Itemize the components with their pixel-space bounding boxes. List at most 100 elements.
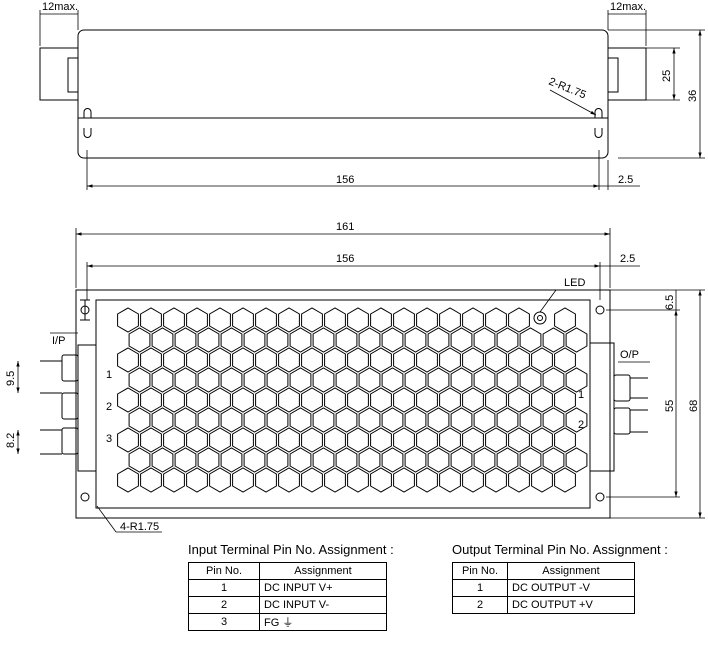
vent-hole [347,347,369,373]
vent-hole [324,347,346,373]
vent-hole [554,467,576,493]
output-pin-table: Pin No. Assignment 1 DC OUTPUT -V 2 DC O… [452,562,635,614]
vent-hole [255,307,277,333]
vent-hole [404,367,427,393]
vent-hole [220,367,243,393]
vent-hole [151,327,174,353]
input-pin-2-label: 2 [106,401,112,413]
vent-hole [209,387,231,413]
dim-156-top: 156 [336,174,354,186]
output-table-header-assignment: Assignment [507,562,635,580]
vent-hole [186,427,208,453]
vent-hole [347,427,369,453]
vent-hole [278,467,300,493]
led-label: LED [564,277,585,289]
vent-hole [266,447,289,473]
vent-hole [519,367,542,393]
vent-hole [542,327,565,353]
vent-hole [427,327,450,353]
vent-hole [370,427,392,453]
output-table-title: Output Terminal Pin No. Assignment : [452,542,668,557]
vent-hole [450,407,473,433]
vent-hole [289,407,312,433]
vent-hole [358,447,381,473]
vent-hole [496,447,519,473]
vent-hole [117,307,139,333]
dim-8-2: 8.2 [5,433,17,448]
vent-hole [358,367,381,393]
vent-hole [416,427,438,453]
vent-hole [266,367,289,393]
vent-hole [266,407,289,433]
dim-36: 36 [687,90,699,102]
vent-hole [554,387,576,413]
vent-hole [197,407,220,433]
vent-hole [220,447,243,473]
vent-hole [554,427,576,453]
vent-hole [565,327,588,353]
vent-hole [151,447,174,473]
vent-hole [117,387,139,413]
vent-hole [278,387,300,413]
dim-55: 55 [664,400,676,412]
vent-hole [128,407,151,433]
vent-hole [255,387,277,413]
vent-hole [289,367,312,393]
vent-hole [427,407,450,433]
vent-hole [243,327,266,353]
vent-hole [508,307,530,333]
dim-2-5-top: 2.5 [618,174,633,186]
vent-hole [163,427,185,453]
vent-hole [163,387,185,413]
vent-hole [117,347,139,373]
vent-hole [151,407,174,433]
vent-hole [508,347,530,373]
output-pin-2-label: 2 [578,419,584,431]
vent-hole [312,367,335,393]
table-row: 2 DC OUTPUT +V [452,596,635,614]
input-row-1-pin: 1 [188,579,260,597]
vent-hole [381,447,404,473]
top-view [40,289,648,519]
dim-2-r1-75: 2-R1.75 [547,76,588,102]
vent-hole [404,407,427,433]
vent-hole [324,427,346,453]
vent-hole [462,387,484,413]
vent-hole [462,307,484,333]
output-row-2-assignment: DC OUTPUT +V [507,596,635,614]
vent-hole [370,307,392,333]
vent-hole [531,387,553,413]
input-row-2-pin: 2 [188,596,260,614]
vent-hole [174,447,197,473]
vent-hole [209,427,231,453]
vent-hole [439,387,461,413]
vent-hole [393,387,415,413]
vent-hole [289,447,312,473]
vent-hole [174,367,197,393]
input-row-3-pin: 3 [188,613,260,631]
vent-hole [312,407,335,433]
vent-hole [439,307,461,333]
vent-hole [450,367,473,393]
vent-hole [243,367,266,393]
vent-hole [278,427,300,453]
vent-hole [462,347,484,373]
vent-hole [335,367,358,393]
vent-hole [197,447,220,473]
dim-156-mid: 156 [336,253,354,265]
vent-hole [140,347,162,373]
vent-hole [301,307,323,333]
vent-hole [485,307,507,333]
vent-hole [140,467,162,493]
vent-hole [209,307,231,333]
dim-12max-left: 12max. [42,1,78,13]
vent-hole [370,347,392,373]
vent-hole [485,427,507,453]
vent-hole [531,427,553,453]
vent-hole [186,467,208,493]
top-view-base-plate [75,289,611,519]
input-pin-table: Pin No. Assignment 1 DC INPUT V+ 2 DC IN… [188,562,387,631]
vent-hole [301,427,323,453]
vent-hole [335,407,358,433]
vent-hole [542,367,565,393]
